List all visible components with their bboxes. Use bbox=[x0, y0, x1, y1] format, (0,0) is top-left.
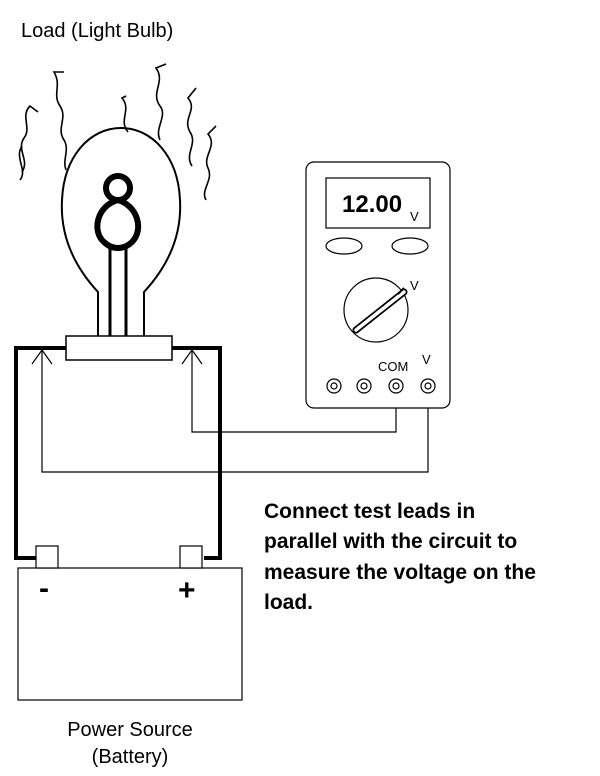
instruction-line-1: Connect test leads in bbox=[264, 500, 475, 523]
battery-label: (Battery) bbox=[92, 746, 169, 768]
positive-terminal bbox=[179, 545, 203, 569]
battery-body bbox=[17, 567, 243, 701]
com-jack-label: COM bbox=[378, 359, 408, 374]
test-leads bbox=[31, 348, 429, 473]
dial-v-label: V bbox=[410, 278, 419, 293]
circuit-wires bbox=[14, 346, 222, 560]
load-label: Load (Light Bulb) bbox=[21, 20, 173, 42]
multimeter-display bbox=[325, 177, 431, 229]
battery: - + bbox=[17, 545, 243, 701]
bulb-base bbox=[65, 335, 173, 361]
instruction-text: Connect test leads in parallel with the … bbox=[264, 500, 536, 614]
meter-jacks bbox=[326, 378, 436, 394]
reading-unit: V bbox=[410, 209, 419, 224]
negative-symbol: - bbox=[39, 572, 49, 605]
meter-left-button[interactable] bbox=[325, 237, 363, 255]
meter-right-button[interactable] bbox=[391, 237, 429, 255]
heat-waves-icon bbox=[18, 63, 217, 201]
light-bulb-icon bbox=[60, 126, 182, 336]
v-jack-label: V bbox=[422, 352, 431, 367]
voltage-reading: 12.00 bbox=[342, 191, 402, 218]
power-source-label: Power Source bbox=[67, 719, 193, 741]
instruction-line-2: parallel with the circuit to bbox=[264, 530, 517, 553]
positive-symbol: + bbox=[178, 574, 196, 607]
negative-terminal bbox=[35, 545, 59, 569]
multimeter: 12.00 V V COM V bbox=[305, 161, 451, 409]
instruction-line-4: load. bbox=[264, 591, 313, 614]
instruction-line-3: measure the voltage on the bbox=[264, 561, 536, 584]
